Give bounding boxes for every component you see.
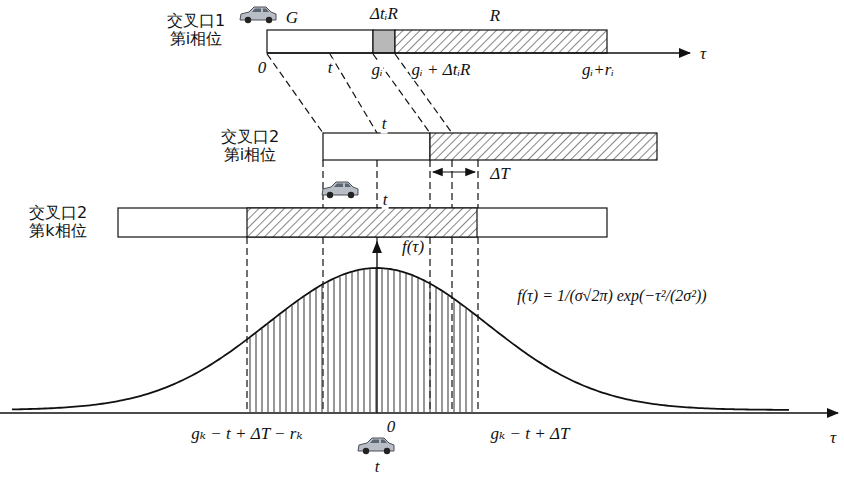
probability-shading bbox=[352, 273, 353, 412]
tick-label: gᵢ+rᵢ bbox=[581, 61, 615, 80]
axis bbox=[0, 412, 838, 413]
probability-shading bbox=[412, 276, 413, 412]
probability-shading bbox=[334, 279, 335, 412]
tick-label: t bbox=[381, 115, 388, 134]
probability-shading bbox=[298, 301, 299, 412]
probability-shading bbox=[304, 297, 305, 412]
probability-shading bbox=[460, 304, 461, 412]
probability-shading bbox=[262, 329, 263, 412]
probability-shading bbox=[424, 281, 425, 412]
phase-bar-2 bbox=[323, 133, 430, 160]
phase-state: G bbox=[285, 9, 299, 28]
probability-shading bbox=[268, 324, 269, 412]
axis bbox=[376, 242, 377, 413]
probability-shading bbox=[328, 282, 329, 412]
probability-shading bbox=[256, 333, 257, 412]
axis-label: τ bbox=[699, 45, 707, 64]
phase-bar-1 bbox=[395, 30, 607, 53]
probability-shading bbox=[436, 288, 437, 412]
probability-shading bbox=[406, 274, 407, 412]
phase-bar-1 bbox=[373, 30, 395, 53]
projection-line bbox=[477, 160, 478, 413]
probability-shading bbox=[448, 296, 449, 412]
tick-label: 0 bbox=[386, 418, 397, 437]
car-icon bbox=[322, 182, 358, 198]
probability-shading bbox=[292, 306, 293, 412]
probability-shading bbox=[358, 271, 359, 412]
probability-shading bbox=[346, 275, 347, 412]
probability-shading bbox=[370, 269, 371, 412]
probability-shading bbox=[250, 269, 472, 412]
probability-shading bbox=[418, 279, 419, 412]
phase-bar-3 bbox=[118, 208, 607, 237]
probability-shading bbox=[316, 289, 317, 412]
projection-line bbox=[451, 160, 452, 413]
car-icon bbox=[358, 438, 394, 454]
probability-shading bbox=[280, 315, 281, 412]
probability-shading bbox=[466, 309, 467, 412]
phase-bar-3 bbox=[247, 208, 477, 237]
tick-label: gₖ − t + ΔT − rₖ bbox=[190, 425, 303, 444]
probability-shading bbox=[454, 300, 455, 412]
probability-shading bbox=[310, 293, 311, 412]
car-icon bbox=[240, 7, 276, 23]
phase-bar-1 bbox=[267, 30, 690, 53]
normal-curve bbox=[12, 268, 789, 410]
projection-line bbox=[246, 237, 247, 413]
probability-shading bbox=[274, 319, 275, 412]
probability-shading bbox=[286, 310, 287, 412]
phase-bar-2 bbox=[430, 133, 657, 160]
probability-shading bbox=[382, 269, 383, 412]
projection-line bbox=[247, 54, 478, 413]
car-icon bbox=[240, 7, 394, 454]
phase-bar-1 bbox=[267, 52, 690, 53]
tick-label: gᵢ bbox=[370, 61, 383, 80]
phase-bar-2 bbox=[433, 171, 475, 172]
phase-bar-1 bbox=[267, 30, 373, 53]
projection-line bbox=[322, 160, 323, 413]
phase-heading: 交叉口1 第i相位 bbox=[163, 12, 229, 47]
tick-label: t bbox=[382, 191, 389, 210]
probability-shading bbox=[394, 271, 395, 412]
probability-shading bbox=[442, 292, 443, 412]
projection-line bbox=[267, 54, 323, 133]
formula-label: f(τ) = 1/(σ√2π) exp(−τ²/(2σ²)) bbox=[516, 287, 707, 305]
tick-label: t bbox=[327, 59, 334, 78]
tick-label: gₖ − t + ΔT bbox=[490, 425, 571, 444]
probability-shading bbox=[430, 285, 431, 412]
probability-shading bbox=[322, 286, 323, 412]
axis-label: τ bbox=[829, 429, 837, 448]
probability-shading bbox=[364, 270, 365, 412]
probability-shading bbox=[388, 270, 389, 412]
phase-heading: 交叉口2 第i相位 bbox=[217, 128, 283, 163]
tick-label: gᵢ + ΔtᵢR bbox=[411, 61, 472, 80]
tick-label: 0 bbox=[257, 59, 268, 78]
projection-line bbox=[429, 160, 430, 413]
probability-shading bbox=[400, 272, 401, 412]
phase-heading: 交叉口2 第k相位 bbox=[25, 204, 91, 239]
phase-bar-3 bbox=[118, 208, 607, 237]
probability-shading bbox=[472, 313, 473, 412]
tick-label: t bbox=[374, 458, 381, 477]
axis-label: f(τ) bbox=[401, 238, 425, 257]
interval-label: ΔtᵢR bbox=[369, 5, 399, 24]
axis bbox=[0, 242, 838, 413]
probability-shading bbox=[340, 277, 341, 412]
probability-shading bbox=[250, 338, 251, 412]
interval-label: ΔT bbox=[489, 165, 510, 184]
phase-state: R bbox=[489, 7, 501, 26]
